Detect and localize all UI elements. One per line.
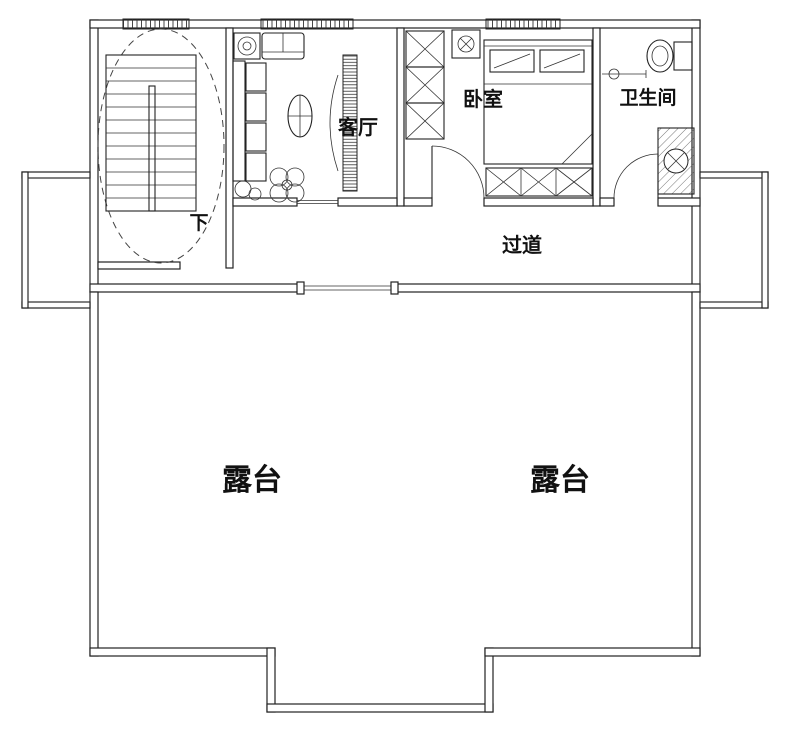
living-room-furniture [232, 32, 358, 203]
pillow-left [489, 49, 535, 73]
shower-rod [602, 68, 647, 80]
terrace-wall-bottom-right [484, 647, 701, 657]
room-labels: 客厅 卧室 卫生间 过道 露台 露台 下 [189, 86, 676, 498]
terrace-outline [89, 291, 701, 713]
wall-bathroom-bottom-b [657, 197, 701, 207]
wall-living-bottom-b [337, 197, 398, 207]
wall-bedroom-bottom-b [483, 197, 594, 207]
opening-post-left [296, 281, 305, 295]
bathroom-fixtures [602, 39, 695, 195]
bathroom-label: 卫生间 [619, 86, 676, 109]
wall-stairs-living [225, 27, 234, 269]
terrace-wall-notch-right [484, 647, 494, 713]
left-bay-window [21, 171, 91, 309]
wall-corridor-bottom-left [89, 283, 303, 293]
stairs-dashed-ellipse [97, 28, 225, 264]
interior-walls [97, 27, 701, 270]
living-room-label: 客厅 [337, 115, 378, 139]
terrace-wall-bottom-left [89, 647, 276, 657]
bedroom-furniture [405, 29, 593, 197]
terrace-wall-right [691, 291, 701, 657]
wall-bedroom-bottom-a [403, 197, 433, 207]
right-bay-window [699, 171, 769, 309]
terrace-wall-left [89, 291, 99, 657]
terrace-wall-notch-bottom [266, 703, 494, 713]
closet [405, 30, 445, 140]
wall-living-bottom-a [232, 197, 298, 207]
wall-corridor-bottom-right [392, 283, 701, 293]
toilet [646, 39, 693, 73]
washing-machine [657, 127, 695, 195]
wall-living-bedroom [396, 27, 405, 207]
loveseat [261, 32, 305, 60]
bathroom-door [613, 153, 659, 199]
stair-rail [148, 85, 156, 212]
window-bedroom [485, 18, 561, 30]
terrace-left-label: 露台 [222, 463, 282, 498]
terrace-right-label: 露台 [530, 463, 590, 498]
stairs-down-label: 下 [189, 212, 208, 234]
wardrobe [485, 167, 593, 197]
sofa [232, 60, 267, 182]
wall-bedroom-bathroom [592, 27, 601, 207]
bedroom-label: 卧室 [463, 87, 503, 111]
terrace-wall-notch-left [266, 647, 276, 713]
corridor-label: 过道 [502, 233, 542, 257]
wall-top [89, 19, 701, 29]
wall-stairs-bottom [97, 261, 181, 270]
bed [483, 39, 593, 165]
opening-post-right [390, 281, 399, 295]
floor-plant [234, 180, 262, 201]
living-door-opening [297, 200, 338, 204]
coffee-table [269, 167, 305, 203]
corner-table [233, 32, 261, 60]
wall-left [89, 19, 99, 293]
tv-cabinet [329, 54, 358, 192]
window-stairs [122, 18, 190, 30]
wall-bathroom-bottom-a [599, 197, 615, 207]
nightstand [451, 29, 481, 59]
window-living [260, 18, 354, 30]
exterior-walls [89, 19, 701, 293]
pillow-right [539, 49, 585, 73]
tv [287, 94, 313, 138]
stair-treads [106, 67, 196, 199]
terrace-opening [296, 281, 399, 295]
windows [122, 18, 561, 30]
bedroom-door [431, 145, 485, 199]
stairs [97, 28, 225, 264]
